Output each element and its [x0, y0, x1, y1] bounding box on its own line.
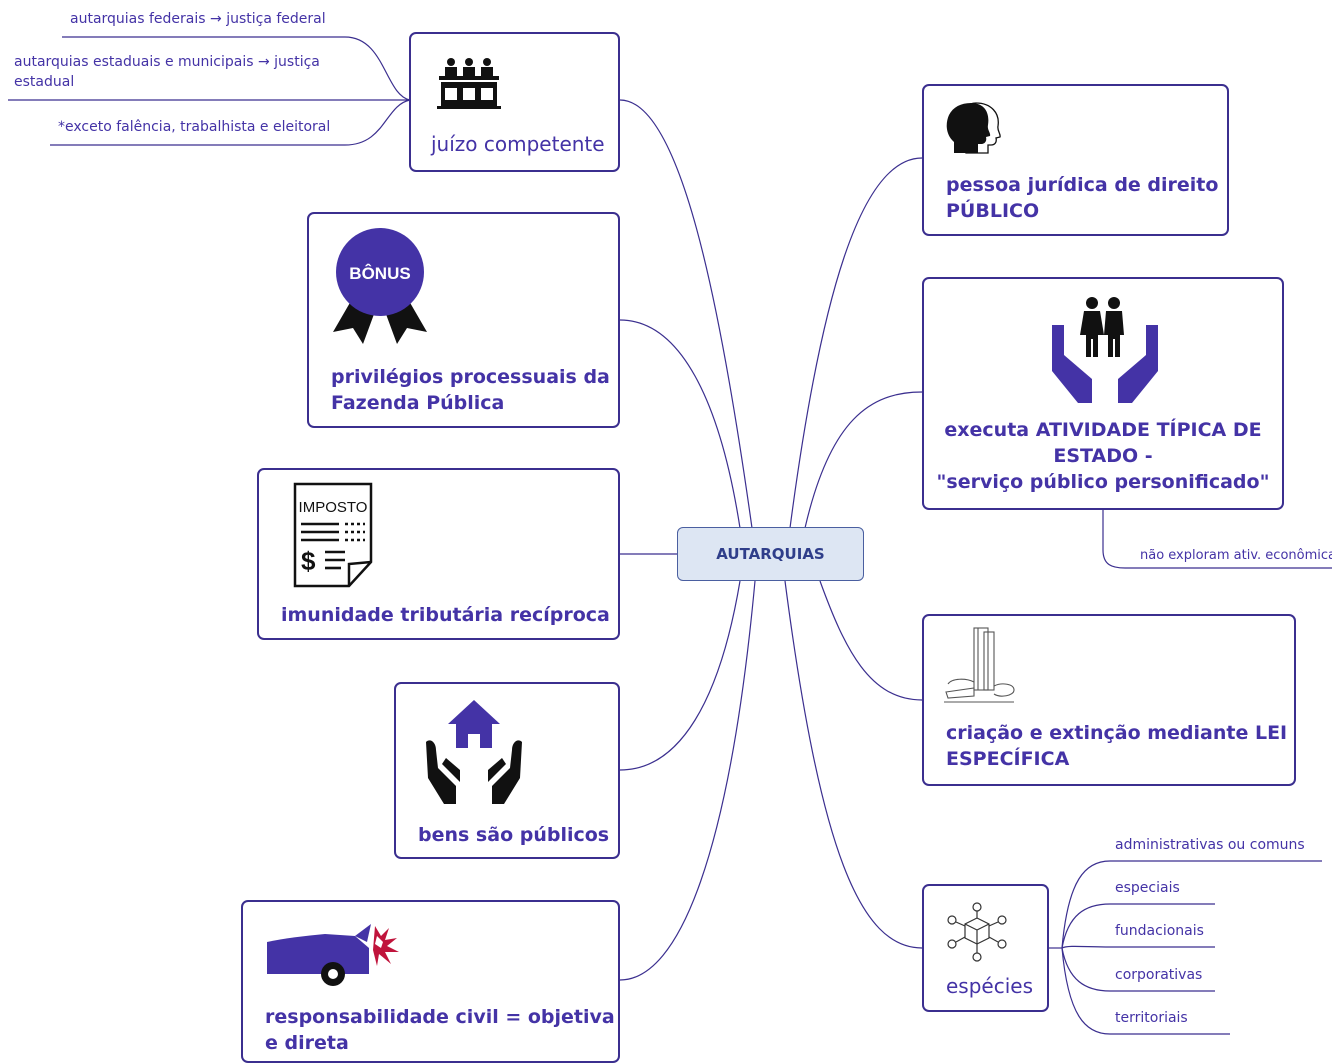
node-bens-title: bens são públicos — [418, 824, 610, 846]
node-responsabilidade[interactable]: responsabilidade civil = objetiva e dire… — [241, 900, 620, 1063]
node-juizo-title: juízo competente — [431, 132, 605, 156]
node-juizo[interactable]: juízo competente — [409, 32, 620, 172]
node-criacao-line1: criação e extinção mediante LEI — [946, 722, 1288, 744]
node-executa-line3: "serviço público personificado" — [936, 471, 1270, 493]
family-hands-icon — [1052, 297, 1158, 403]
leaf-especie-2[interactable]: especiais — [1115, 880, 1180, 896]
node-bens[interactable]: bens são públicos — [394, 682, 620, 859]
leaf-nao-exploram[interactable]: não exploram ativ. econômica — [1140, 548, 1332, 563]
node-especies[interactable]: espécies — [922, 884, 1049, 1012]
node-pessoa-line2: PÚBLICO — [946, 200, 1040, 222]
law-books-icon — [944, 627, 1015, 703]
node-executa[interactable]: executa ATIVIDADE TÍPICA DE ESTADO - "se… — [922, 277, 1284, 510]
node-criacao-title: criação e extinção mediante LEI ESPECÍFI… — [946, 720, 1287, 772]
leaf-juizo-estadual-line1: autarquias estaduais e municipais → just… — [14, 54, 320, 70]
leaf-especie-4[interactable]: corporativas — [1115, 967, 1203, 983]
node-imunidade-title: imunidade tributária recíproca — [281, 604, 610, 626]
node-imunidade[interactable]: IMPOSTO $ imunidade tributária recíproca — [257, 468, 620, 640]
badge-label: BÔNUS — [349, 264, 410, 283]
car-crash-icon — [267, 924, 399, 986]
node-privilegios-line2: Fazenda Pública — [331, 392, 505, 414]
node-executa-title: executa ATIVIDADE TÍPICA DE ESTADO - "se… — [924, 417, 1282, 495]
leaf-juizo-federal[interactable]: autarquias federais → justiça federal — [70, 11, 326, 27]
node-responsabilidade-line2: e direta — [265, 1032, 349, 1054]
node-executa-line2: ESTADO - — [1053, 445, 1153, 467]
node-privilegios-line1: privilégios processuais da — [331, 366, 610, 388]
node-criacao-line2: ESPECÍFICA — [946, 748, 1070, 770]
node-pessoa-line1: pessoa jurídica de direito — [946, 174, 1219, 196]
svg-text:$: $ — [301, 546, 316, 576]
node-responsabilidade-line1: responsabilidade civil = objetiva — [265, 1006, 615, 1028]
node-privilegios[interactable]: BÔNUS privilégios processuais da Fazenda… — [307, 212, 620, 428]
node-pessoa-title: pessoa jurídica de direito PÚBLICO — [946, 172, 1218, 224]
leaf-juizo-exceto[interactable]: *exceto falência, trabalhista e eleitora… — [58, 119, 331, 135]
leaf-especie-5[interactable]: territoriais — [1115, 1010, 1188, 1026]
tax-document-icon: IMPOSTO $ — [293, 482, 373, 588]
leaf-especie-1[interactable]: administrativas ou comuns — [1115, 837, 1305, 853]
node-criacao[interactable]: criação e extinção mediante LEI ESPECÍFI… — [922, 614, 1296, 786]
node-executa-line1: executa ATIVIDADE TÍPICA DE — [944, 419, 1262, 441]
bonus-badge-icon: BÔNUS — [333, 228, 427, 344]
leaf-especie-3[interactable]: fundacionais — [1115, 923, 1204, 939]
node-pessoa-juridica[interactable]: pessoa jurídica de direito PÚBLICO — [922, 84, 1229, 236]
courtroom-icon — [437, 58, 501, 109]
node-especies-title: espécies — [946, 974, 1034, 998]
house-hands-icon — [426, 700, 522, 804]
node-responsabilidade-title: responsabilidade civil = objetiva e dire… — [265, 1004, 615, 1056]
central-topic[interactable]: AUTARQUIAS — [677, 527, 864, 581]
head-profile-icon — [946, 102, 1001, 154]
doc-label: IMPOSTO — [299, 499, 368, 516]
leaf-juizo-estadual-line2: estadual — [14, 74, 75, 90]
central-topic-label: AUTARQUIAS — [716, 545, 825, 563]
node-privilegios-title: privilégios processuais da Fazenda Públi… — [331, 364, 610, 416]
leaf-juizo-estadual[interactable]: autarquias estaduais e municipais → just… — [14, 52, 320, 92]
network-cube-icon — [947, 902, 1007, 962]
